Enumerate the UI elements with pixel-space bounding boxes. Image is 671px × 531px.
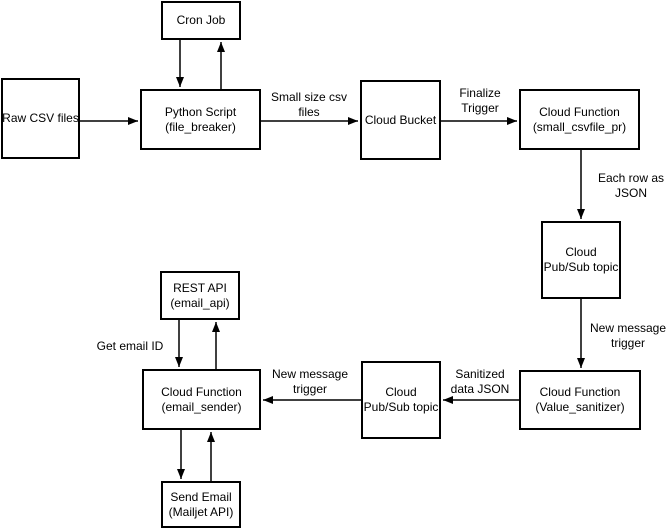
node-pubsub-topic-2[interactable]: Cloud Pub/Sub topic: [361, 361, 441, 439]
node-rest-api[interactable]: REST API (email_api): [160, 271, 240, 320]
edge-label-each-row-as-json: Each row as JSON: [597, 171, 665, 200]
node-pubsub-topic-1[interactable]: Cloud Pub/Sub topic: [541, 221, 621, 299]
node-cloud-function-value-sanitizer[interactable]: Cloud Function (Value_sanitizer): [519, 370, 641, 430]
node-label: (email_api): [170, 295, 230, 310]
node-label: Cloud: [385, 385, 417, 399]
edge-label-new-message-trigger-2: New message trigger: [271, 367, 349, 396]
node-python-script[interactable]: Python Script (file_breaker): [140, 89, 261, 150]
node-label: Cloud: [565, 245, 597, 259]
node-label: (Mailjet API): [168, 504, 234, 519]
node-raw-csv-files[interactable]: Raw CSV files: [1, 78, 80, 159]
edge-label-sanitized-data-json: Sanitized data JSON: [450, 367, 510, 396]
edge-label-get-email-id: Get email ID: [96, 339, 164, 353]
node-label: Raw CSV files: [2, 111, 79, 125]
node-label: (small_csvfile_pr): [532, 119, 627, 134]
node-label: (Value_sanitizer): [535, 400, 625, 414]
node-label: Cloud Function: [161, 384, 242, 399]
node-send-email[interactable]: Send Email (Mailjet API): [161, 481, 241, 528]
node-cloud-function-small-csvfile[interactable]: Cloud Function (small_csvfile_pr): [519, 89, 640, 150]
edge-label-new-message-trigger-1: New message trigger: [589, 321, 667, 350]
node-label: Pub/Sub topic: [363, 400, 439, 414]
edge-label-small-size-csv-files: Small size csv files: [270, 90, 347, 119]
node-label: Cloud Function: [539, 385, 621, 399]
node-label: Python Script: [164, 104, 237, 119]
edge-label-finalize-trigger: Finalize Trigger: [459, 86, 501, 115]
node-label: Cron Job: [176, 13, 226, 27]
node-label: Send Email: [170, 489, 232, 504]
node-cloud-function-email-sender[interactable]: Cloud Function (email_sender): [142, 369, 261, 430]
node-label: (file_breaker): [165, 119, 236, 134]
node-cron-job[interactable]: Cron Job: [161, 1, 241, 40]
node-cloud-bucket[interactable]: Cloud Bucket: [360, 80, 441, 160]
node-label: Pub/Sub topic: [543, 260, 619, 274]
node-label: (email_sender): [161, 399, 242, 414]
node-label: REST API: [173, 280, 227, 295]
node-label: Cloud Function: [539, 104, 620, 119]
node-label: Cloud Bucket: [364, 112, 437, 127]
